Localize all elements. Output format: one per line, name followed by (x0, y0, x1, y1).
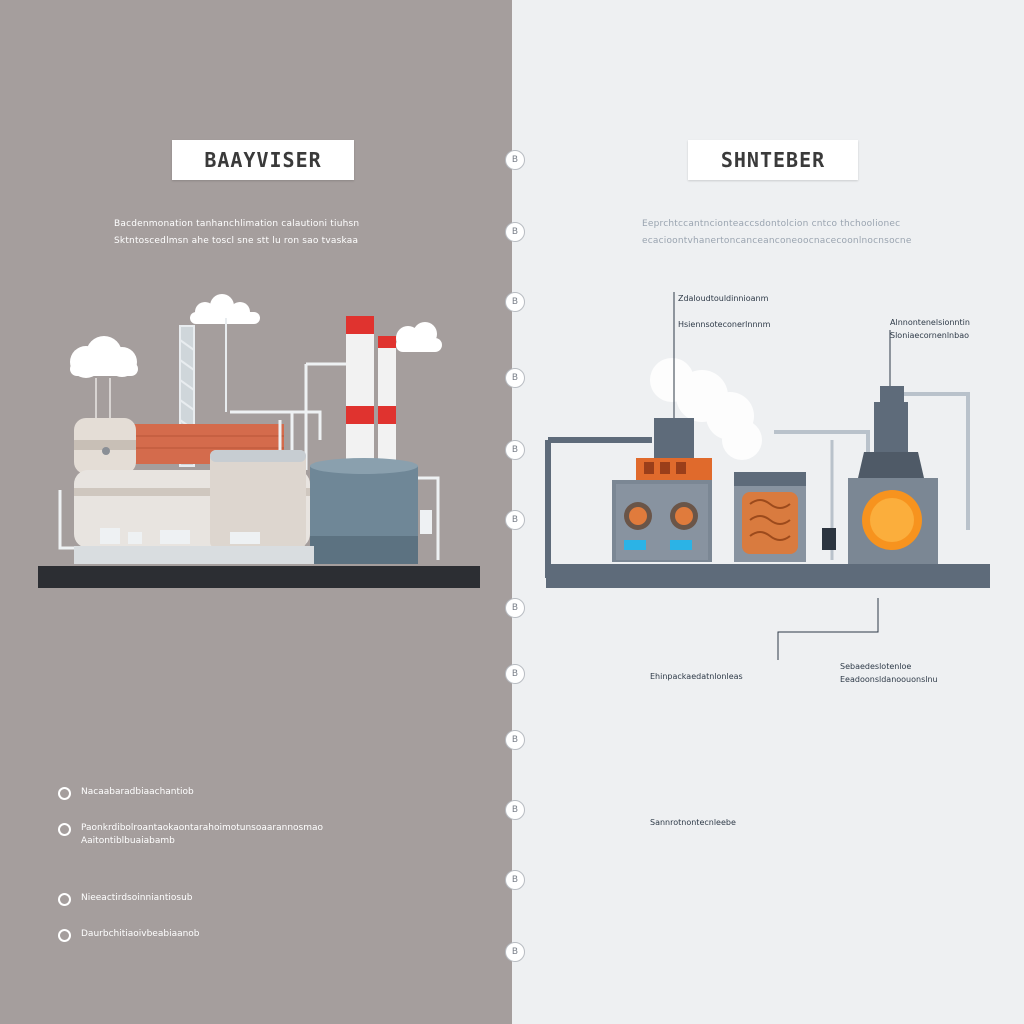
callout-line: Ehinpackaedatnlonleas (650, 672, 743, 681)
binder-ring-icon: B (505, 870, 525, 890)
left-boiler (74, 418, 136, 474)
right-title: SHNTEBER (688, 140, 858, 180)
red-white-chimney-small (378, 336, 396, 464)
callout-line: Zdaloudtouldinnioanm (678, 294, 769, 303)
callout-line: Sannrotnontecnleebe (650, 818, 736, 827)
binder-ring-icon: B (505, 222, 525, 242)
left-intro-line: Sktntoscedlmsn ahe toscl sne stt lu ron … (114, 236, 359, 246)
smoke-cloud-3 (396, 322, 442, 352)
bullet-dot-icon (58, 893, 71, 906)
callout-line: Hsiennsoteconerlnnnm (678, 320, 771, 329)
bullet-item-4: Daurbchitiaoivbeabiaanob (58, 928, 200, 942)
binder-ring-icon: B (505, 440, 525, 460)
dual-turbine-unit (612, 418, 712, 562)
binder-ring-icon: B (505, 150, 525, 170)
binder-ring-icon: B (505, 598, 525, 618)
right-base-platform (546, 564, 990, 588)
bullet-text: Paonkrdibolroantaokaontarahoimotunsoaara… (81, 823, 324, 833)
machinery-details (100, 510, 432, 544)
furnace-unit (848, 386, 938, 564)
callout-bottom-left: Ehinpackaedatnlonleas (650, 670, 770, 683)
callout-line: Alnnontenelsionntin (890, 318, 970, 327)
binder-ring-icon: B (505, 942, 525, 962)
callout-top-left: Zdaloudtouldinnioanm Hsiennsoteconerlnnn… (678, 292, 808, 331)
heat-exchanger-unit (734, 472, 806, 562)
binder-ring-icon: B (505, 292, 525, 312)
right-intro-line: Eeprchtccantncionteaccsdontolcion cntco … (642, 219, 901, 229)
bullet-dot-icon (58, 929, 71, 942)
callout-lower: Sannrotnontecnleebe (650, 816, 770, 829)
binder-ring-icon: B (505, 730, 525, 750)
callout-top-right: Alnnontenelsionntin Sloniaecornenlnbao (890, 316, 1000, 342)
frame-pipe (545, 437, 652, 578)
bullet-text: Nieeactirdsoinniantiosub (81, 893, 193, 903)
binder-ring-icon: B (505, 800, 525, 820)
bullet-text: Aaitontiblbuaiabamb (81, 836, 175, 846)
bullet-text: Daurbchitiaoivbeabiaanob (81, 929, 200, 939)
binder-ring-icon: B (505, 510, 525, 530)
left-intro-line: Bacdenmonation tanhanchlimation calautio… (114, 219, 360, 229)
binder-ring-icon: B (505, 368, 525, 388)
left-intro: Bacdenmonation tanhanchlimation calautio… (114, 216, 404, 250)
right-intro: Eeprchtccantncionteaccsdontolcion cntco … (642, 216, 942, 250)
bullet-dot-icon (58, 787, 71, 800)
small-valve (822, 528, 836, 550)
blue-storage-tank (310, 458, 418, 564)
callout-bottom-right: Sebaedeslotenloe Eeadoonsldanoouonslnu (840, 660, 950, 686)
smoke-cloud-2 (190, 294, 260, 324)
red-white-chimney (346, 316, 374, 464)
right-intro-line: ecacioontvhanertoncanceanconeoocnacecoon… (642, 236, 912, 246)
left-base-platform (38, 566, 480, 588)
bullet-item-3: Nieeactirdsoinniantiosub (58, 892, 193, 906)
smoke-cloud-1 (70, 336, 138, 378)
callout-line: Eeadoonsldanoouonslnu (840, 675, 938, 684)
binder-ring-icon: B (505, 664, 525, 684)
left-title: BAAYVISER (172, 140, 354, 180)
bullet-item-1: Nacaabaradbiaachantiob (58, 786, 194, 800)
traditional-plant-illustration (38, 294, 480, 588)
equipment-plinth (74, 546, 314, 564)
callout-line: Sebaedeslotenloe (840, 662, 912, 671)
bullet-item-2: Paonkrdibolroantaokaontarahoimotunsoaara… (58, 822, 323, 848)
storage-tank-long (74, 450, 310, 548)
callout-line: Sloniaecornenlnbao (890, 331, 969, 340)
modern-plant-illustration (545, 292, 990, 660)
bullet-dot-icon (58, 823, 71, 836)
bullet-text: Nacaabaradbiaachantiob (81, 787, 194, 797)
